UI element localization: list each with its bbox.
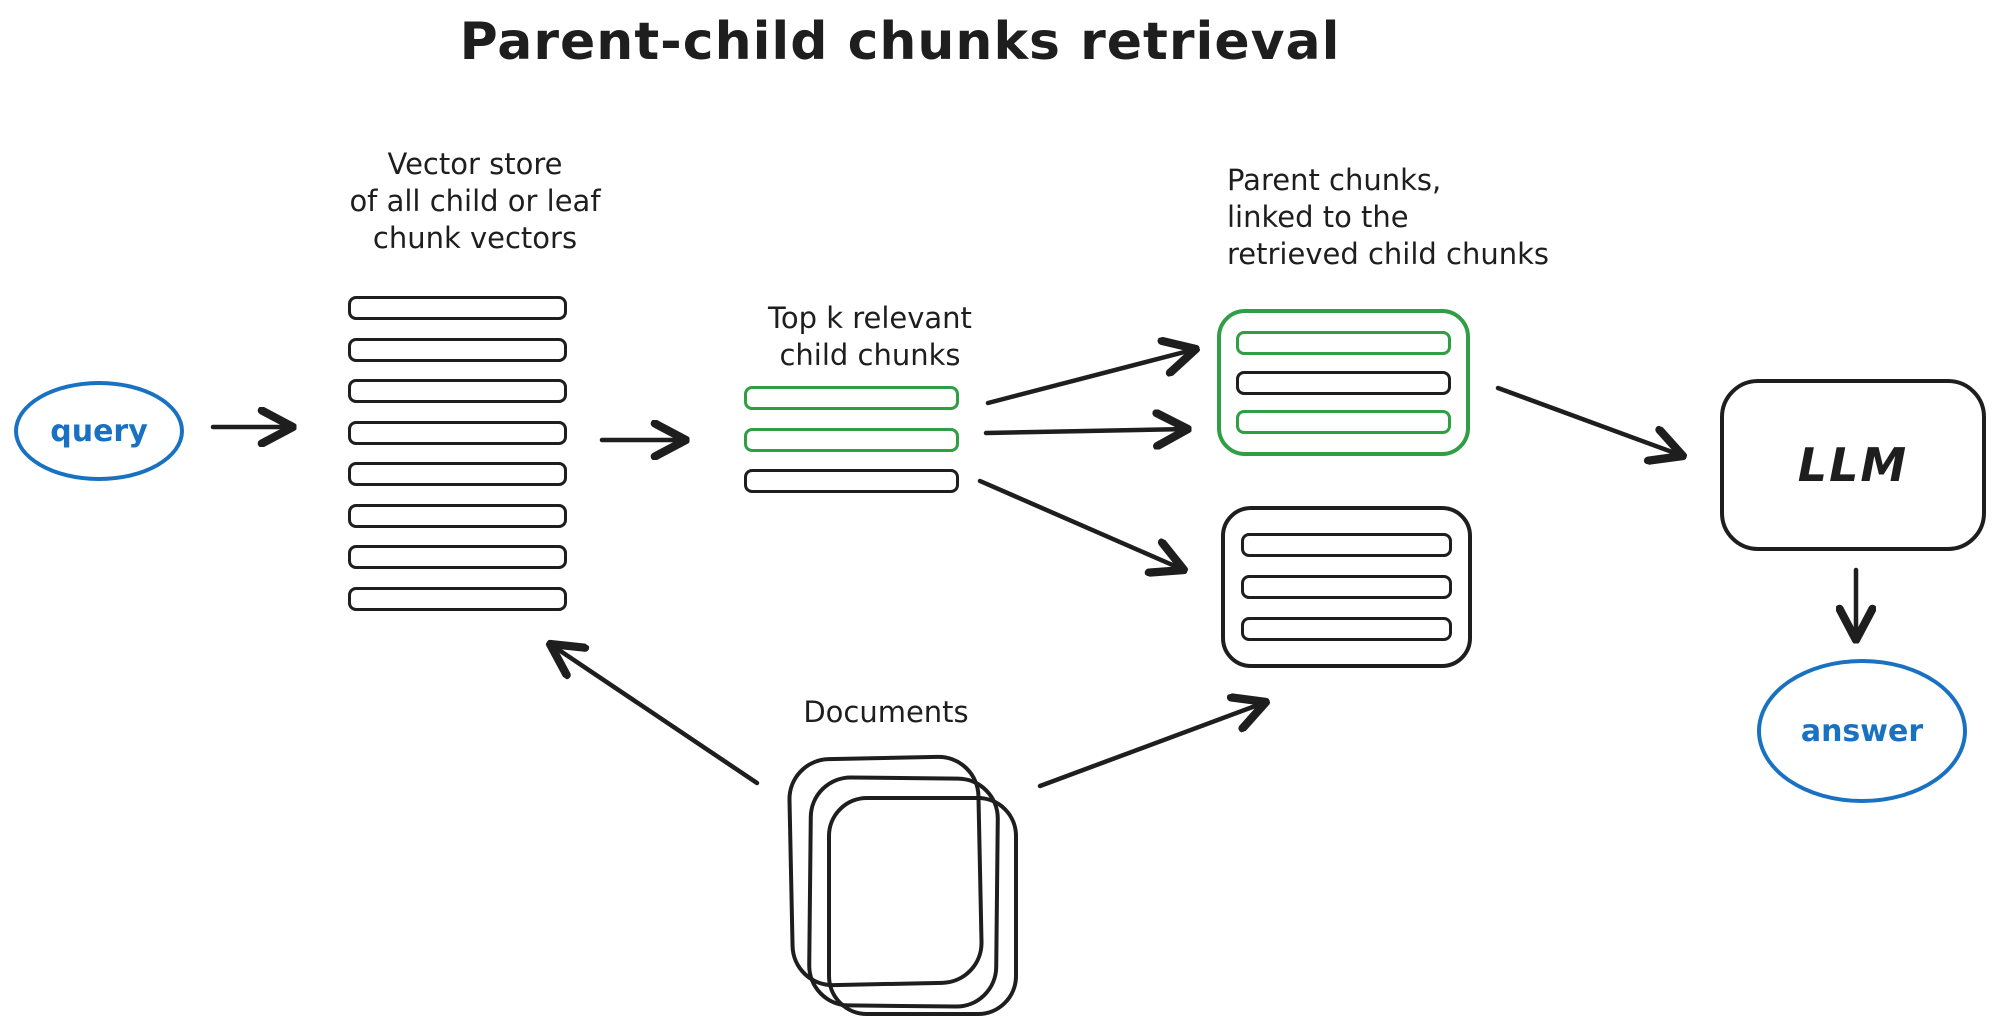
chunk-bar-ink [1241,533,1452,557]
chunk-bar-ink [1236,370,1451,395]
chunk-bar-green [744,427,959,452]
parent-chunks-label-line1: Parent chunks, [1227,163,1442,197]
arrow-top-k-to-green-parent-lower [983,429,1188,433]
documents-label-text: Documents [803,695,969,729]
chunk-bar-ink [348,545,567,569]
chunk-bar-ink [348,420,567,445]
chunk-bar-ink [348,503,567,528]
vector-store-label-line1: Vector store [387,147,563,181]
chunk-bar-green [744,386,959,410]
query-node: query [14,381,184,481]
llm-label: LLM [1797,438,1909,492]
vector-store-stack [348,296,567,611]
document-sheet-front [827,796,1018,1016]
vector-store-label: Vector store of all child or leaf chunk … [290,146,660,257]
parent-chunks-label: Parent chunks, linked to the retrieved c… [1227,162,1647,273]
answer-node: answer [1757,659,1967,803]
arrow-documents-to-black-parent [1037,702,1266,789]
answer-label: answer [1800,713,1924,749]
chunk-bar-ink [348,379,567,403]
top-k-label: Top k relevant child chunks [695,300,1045,374]
chunk-bar-green [1236,410,1451,434]
vector-store-label-line3: chunk vectors [372,221,578,255]
llm-node: LLM [1720,379,1986,551]
chunk-bar-ink [348,296,567,320]
top-k-label-line1: Top k relevant [768,301,972,335]
chunk-bar-ink [348,337,567,362]
top-k-label-line2: child chunks [779,338,961,372]
parent-chunk-box-other [1221,506,1472,668]
chunk-bar-ink [348,586,567,611]
documents-label: Documents [756,694,1016,731]
chunk-bar-ink [348,462,567,486]
chunk-bar-ink [1241,575,1452,599]
vector-store-label-line2: of all child or leaf [349,184,601,218]
query-label: query [50,413,148,449]
chunk-bar-ink [1241,617,1452,641]
diagram-title: Parent-child chunks retrieval [459,12,1341,72]
parent-chunks-label-line3: retrieved child chunks [1227,237,1550,271]
chunk-bar-ink [744,469,959,493]
chunk-bar-green [1236,331,1451,355]
arrow-top-k-to-black-parent [977,478,1184,570]
top-k-stack [744,386,959,493]
arrow-documents-to-vector-store [550,644,760,786]
parent-chunk-box-retrieved [1217,309,1470,456]
arrow-green-parent-to-llm [1495,385,1683,456]
parent-chunks-label-line2: linked to the [1227,200,1409,234]
